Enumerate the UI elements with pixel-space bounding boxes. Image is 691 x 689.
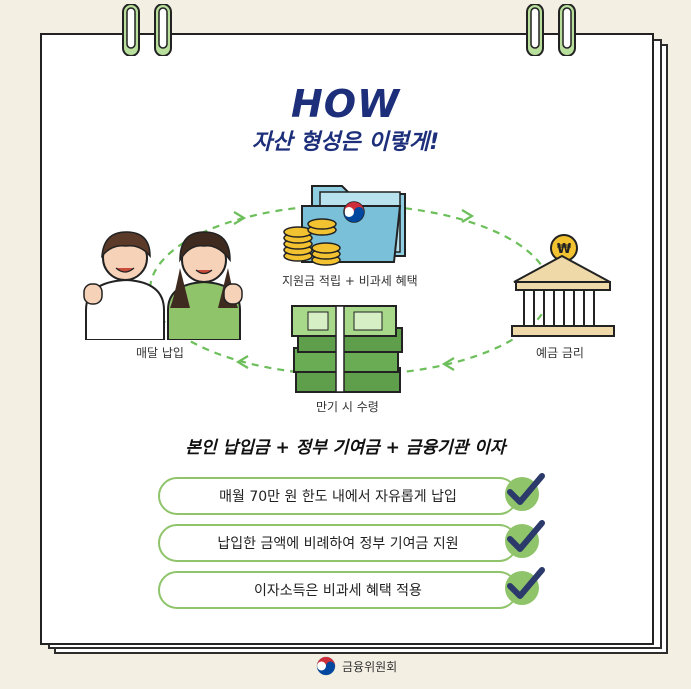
taegeuk-logo-icon [316,656,336,676]
binder-ring-icon [526,4,544,56]
binder-ring-icon [154,4,172,56]
binder-ring-icon [558,4,576,56]
org-name: 금융위원회 [342,659,398,674]
benefit-item: 이자소득은 비과세 혜택 적용 [158,571,518,609]
how-heading: HOW [290,82,401,126]
cash-stack-icon [291,305,403,393]
folder-coins-icon [283,185,406,266]
couple-people-icon [83,231,243,340]
check-icon [505,473,545,511]
top-cycle-label: 지원금 적립 + 비과세 혜택 [282,274,418,288]
benefit-item: 납입한 금액에 비례하여 정부 기여금 지원 [158,524,518,562]
right-cycle-label: 예금 금리 [536,346,584,360]
formula-text: 본인 납입금 + 정부 기여금 + 금융기관 이자 [185,438,506,458]
arrow-left-icon [441,357,455,371]
footer: 금융위원회 [316,656,397,676]
page-subtitle: 자산 형성은 이렇게! [251,130,440,155]
arrow-left-icon [235,355,249,369]
arrow-right-icon [461,209,475,223]
bottom-cycle-label: 만기 시 수령 [316,400,379,414]
svg-text:₩: ₩ [557,242,572,257]
benefit-text: 이자소득은 비과세 혜택 적용 [254,583,422,599]
benefit-text: 납입한 금액에 비례하여 정부 기여금 지원 [217,536,459,552]
left-cycle-label: 매달 납입 [136,346,184,360]
binder-ring-icon [122,4,140,56]
check-icon [505,520,545,558]
benefit-text: 매월 70만 원 한도 내에서 자유롭게 납입 [219,489,457,505]
benefit-item: 매월 70만 원 한도 내에서 자유롭게 납입 [158,477,518,515]
arrow-right-icon [233,211,247,225]
bank-building-icon: ₩ [511,234,615,337]
check-icon [505,567,545,605]
